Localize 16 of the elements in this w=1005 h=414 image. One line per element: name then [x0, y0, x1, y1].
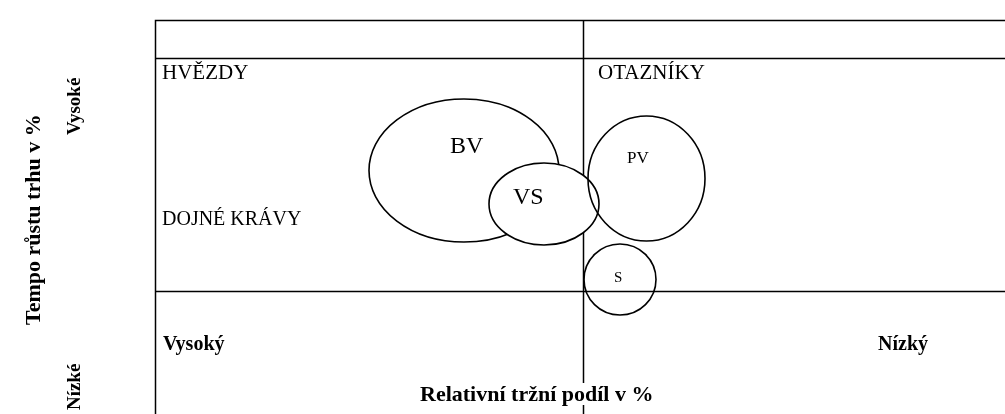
ellipse-label: BV	[450, 133, 484, 157]
axis-title: Relativní tržní podíl v %	[420, 383, 654, 405]
portfolio-ellipse	[488, 162, 600, 246]
ellipse-label: VS	[513, 184, 544, 208]
axis-title: Tempo růstu trhu v %	[22, 114, 44, 325]
axis-label: Nízké	[64, 363, 83, 410]
quadrant-label: OTAZNÍKY	[598, 62, 705, 83]
portfolio-ellipse	[587, 115, 706, 242]
portfolio-ellipse	[583, 243, 657, 316]
ellipse-label: PV	[627, 149, 649, 166]
quadrant-label: HVĚZDY	[162, 62, 249, 83]
ellipse-label: S	[614, 270, 623, 285]
axis-label: Vysoký	[163, 333, 225, 353]
quadrant-label: DOJNÉ KRÁVY	[162, 208, 302, 228]
axis-label: Nízký	[878, 333, 928, 353]
axis-label: Vysoké	[64, 77, 83, 135]
